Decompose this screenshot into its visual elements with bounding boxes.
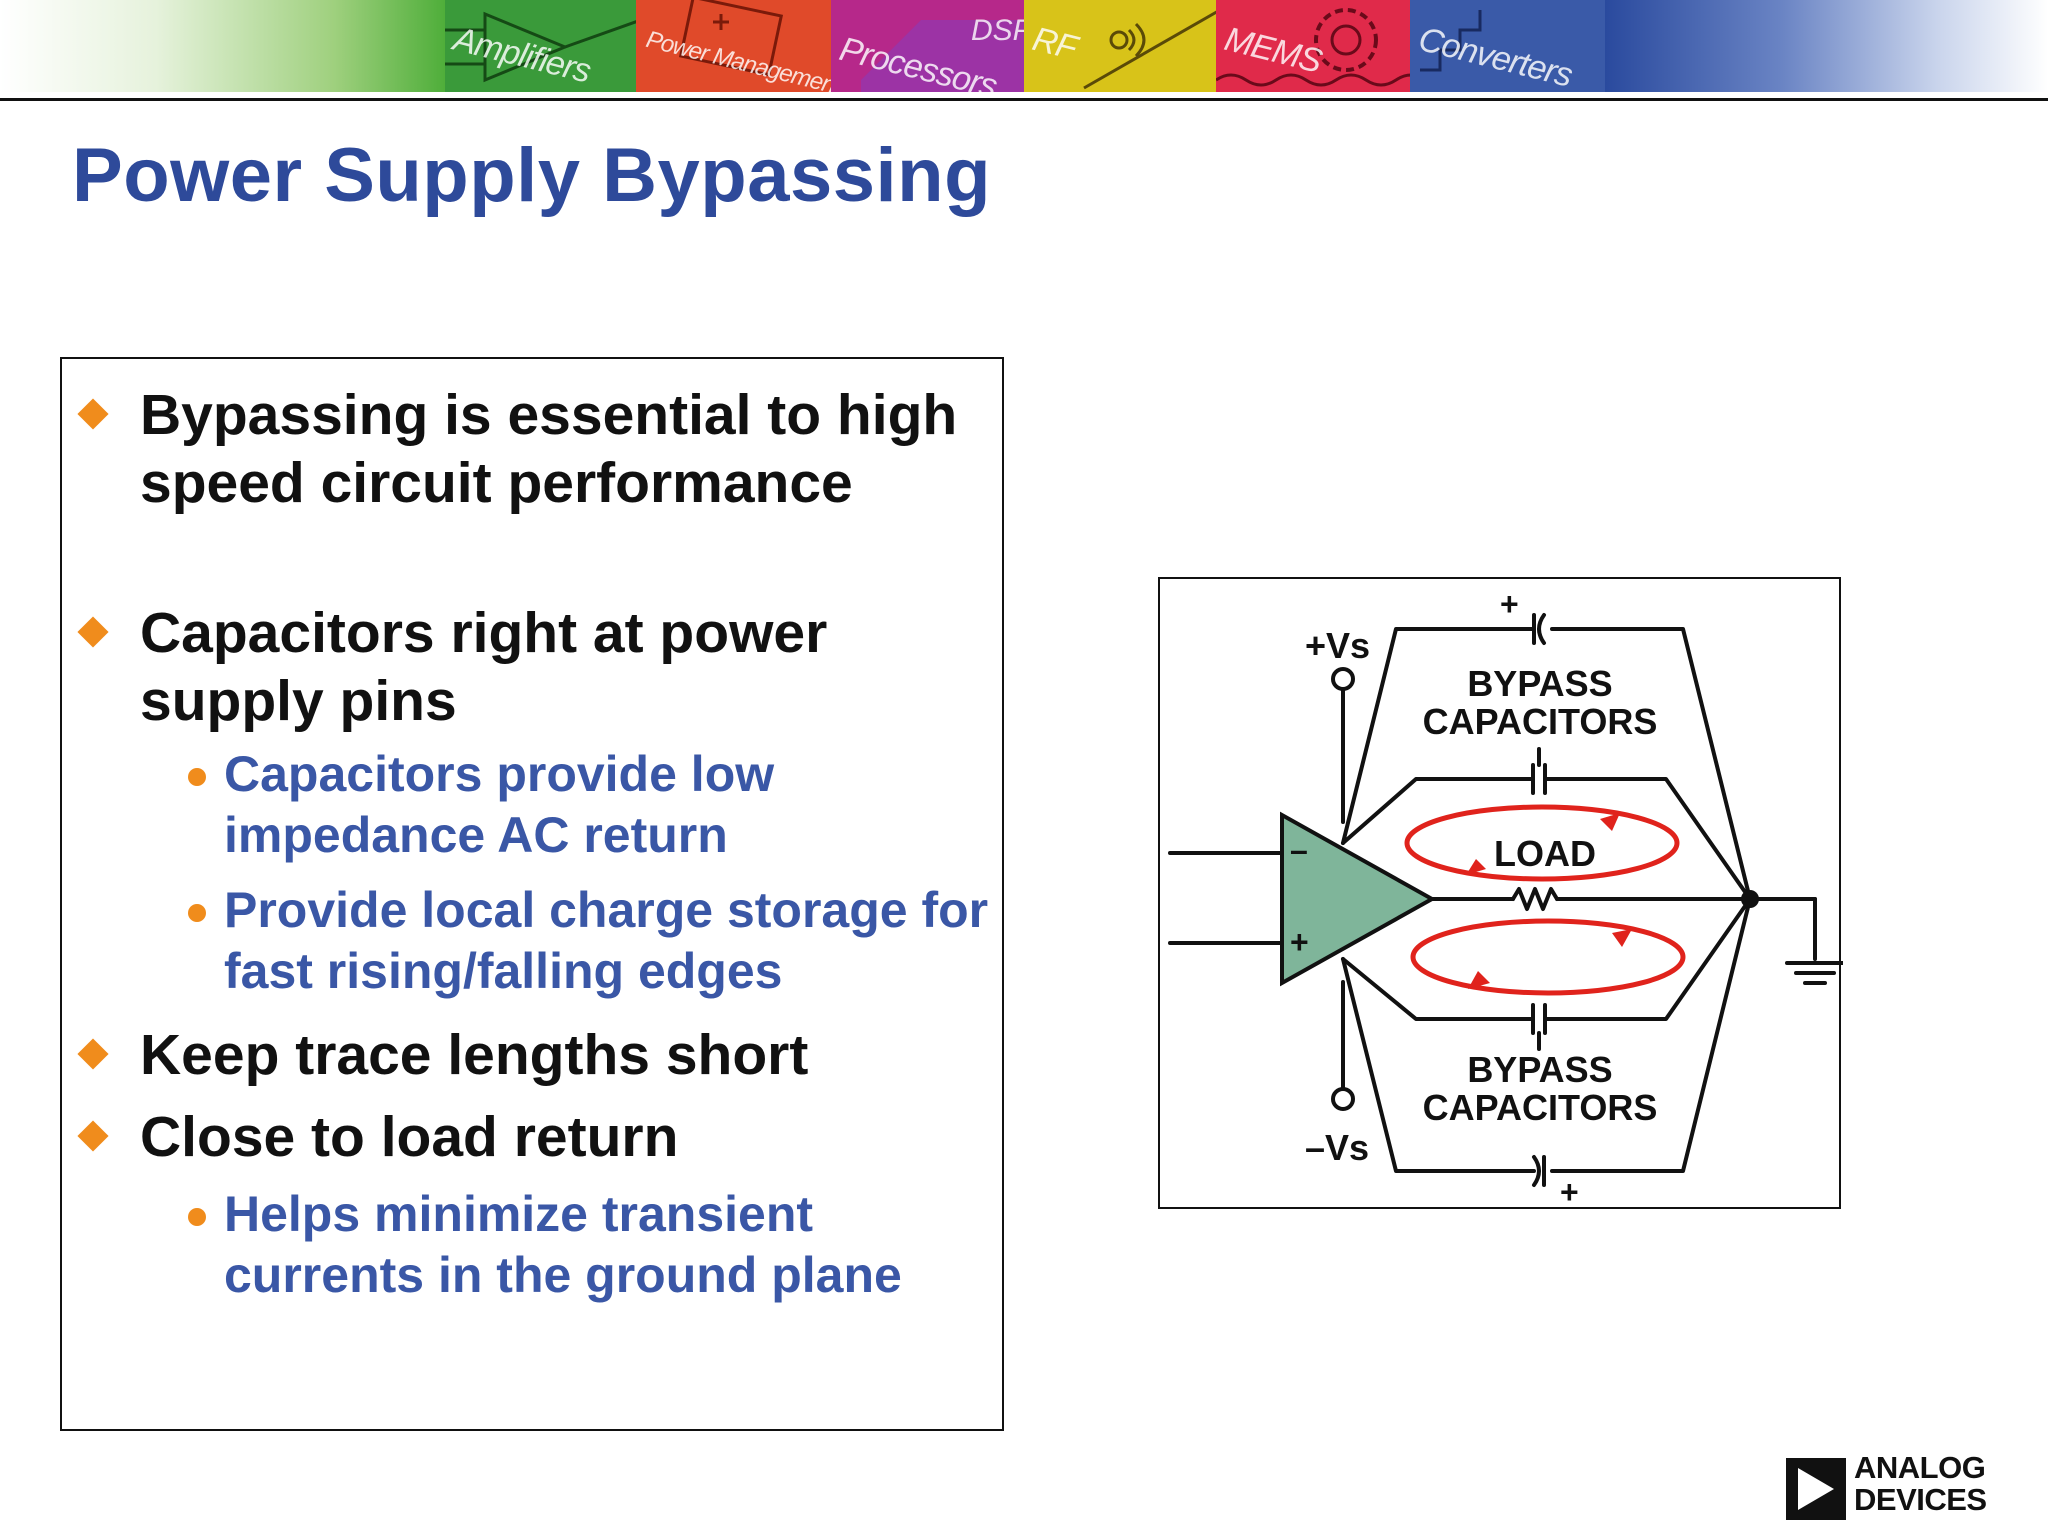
page-title: Power Supply Bypassing <box>72 133 991 218</box>
dot-bullet-icon <box>188 1208 206 1226</box>
antenna-icon <box>1024 0 1220 92</box>
bypass-circuit-diagram: +Vs –Vs BYPASS CAPACITORS BYPASS CAPACIT… <box>1158 577 1843 1210</box>
bullet-text: Capacitors right at power supply pins <box>140 601 828 733</box>
logo-triangle-icon <box>1786 1458 1846 1520</box>
svg-text:DSP: DSP <box>971 14 1027 47</box>
circuit-schematic <box>1168 613 1843 1187</box>
banner-tile-power-management: Power Management <box>636 0 832 92</box>
current-loop-bottom <box>1410 918 1686 996</box>
banner-gradient-right <box>1605 0 2048 92</box>
power-icon <box>678 0 784 77</box>
processor-icon: DSP <box>861 14 1027 92</box>
sub-bullet-text: Capacitors provide low impedance AC retu… <box>224 746 775 863</box>
plus-vs-label: +Vs <box>1305 625 1371 666</box>
capacitor-polarity-bottom: + <box>1560 1174 1579 1210</box>
banner-tile-processors: DSP Processors <box>831 0 1027 92</box>
header-banner: Amplifiers Power Management DSP Processo… <box>0 0 2048 92</box>
load-label: LOAD <box>1494 833 1596 874</box>
diamond-bullet-icon <box>77 398 109 430</box>
diamond-bullet-icon <box>77 1038 109 1070</box>
minus-vs-label: –Vs <box>1305 1127 1370 1168</box>
logo-wordmark: ANALOG DEVICES <box>1854 1452 1987 1516</box>
bullet-text: Keep trace lengths short <box>140 1023 809 1087</box>
current-loop-top <box>1404 804 1680 882</box>
amplifier-icon <box>445 11 641 83</box>
capacitor-polarity-top: + <box>1500 586 1519 622</box>
banner-tile-rf: RF <box>1024 0 1220 92</box>
opamp-noninverting-input-label: + <box>1290 924 1309 960</box>
bullet-text: Close to load return <box>140 1105 679 1169</box>
waveform-icon <box>1420 10 1482 72</box>
dot-bullet-icon <box>188 768 206 786</box>
dot-bullet-icon <box>188 904 206 922</box>
diamond-bullet-icon <box>77 1120 109 1152</box>
opamp-inverting-input-label: – <box>1290 832 1308 868</box>
analog-devices-logo: ANALOG DEVICES <box>1786 1452 2006 1520</box>
gear-icon <box>1216 8 1412 87</box>
bullet-text: Bypassing is essential to high speed cir… <box>140 383 958 515</box>
sub-bullet-text: Helps minimize transient currents in the… <box>224 1186 902 1303</box>
diamond-bullet-icon <box>77 616 109 648</box>
banner-gradient-left <box>0 0 445 92</box>
logo-line-2: DEVICES <box>1854 1482 1987 1517</box>
bypass-capacitors-bottom-label: BYPASS CAPACITORS <box>1422 1049 1658 1128</box>
op-amp-symbol <box>1280 811 1437 987</box>
logo-line-1: ANALOG <box>1854 1450 1986 1485</box>
bypass-capacitors-top-label: BYPASS CAPACITORS <box>1422 663 1658 742</box>
header-divider <box>0 98 2048 101</box>
banner-tile-mems: MEMS <box>1216 0 1412 92</box>
banner-tile-amplifiers: Amplifiers <box>445 0 641 92</box>
bullet-list-box: Bypassing is essential to high speed cir… <box>60 357 1004 1431</box>
sub-bullet-text: Provide local charge storage for fast ri… <box>224 882 989 999</box>
banner-tile-converters: Converters <box>1410 0 1606 92</box>
